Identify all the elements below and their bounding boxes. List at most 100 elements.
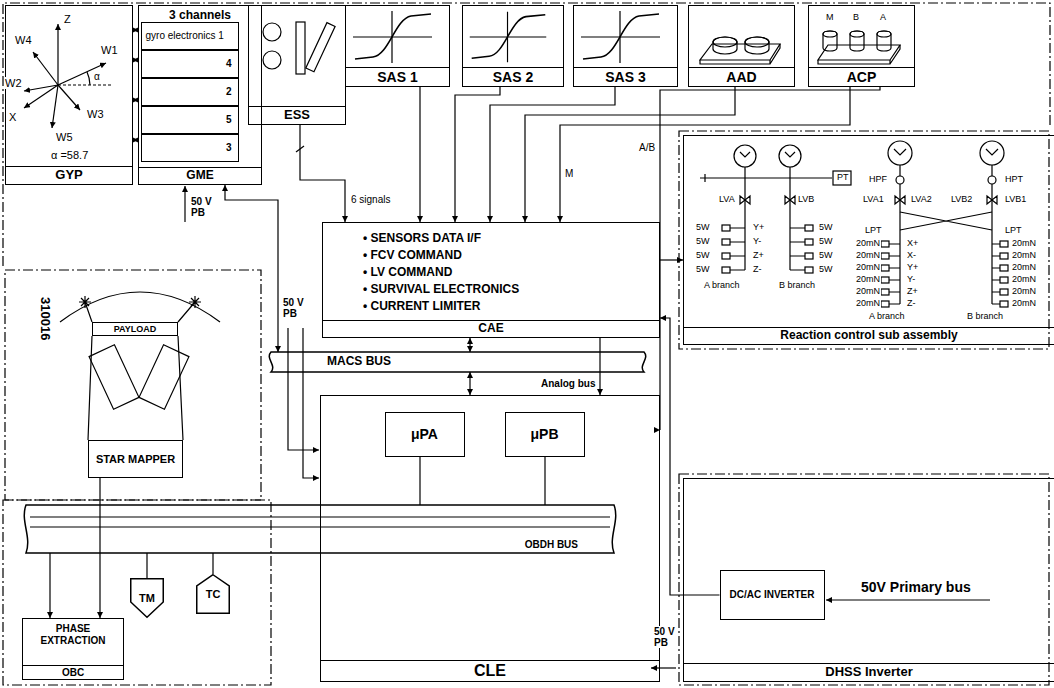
connector <box>544 457 545 506</box>
logic-box: μPB μPA CLE <box>320 395 660 682</box>
connector <box>212 553 213 574</box>
box-text: DC/AC INVERTER <box>721 589 824 601</box>
propellant-circuit <box>894 149 998 155</box>
box-title: GME <box>139 167 261 184</box>
part-label: X- <box>906 251 917 261</box>
part-label: 5W <box>695 265 711 275</box>
propellant-circuit <box>896 176 904 184</box>
box-text: STAR MAPPER <box>89 453 182 466</box>
part-label: Y+ <box>752 223 765 233</box>
box-title: ESS <box>249 106 345 124</box>
part-label: Z+ <box>752 251 765 261</box>
power-line <box>651 667 676 668</box>
part-label: W2 <box>4 77 23 89</box>
box-text: TM <box>130 592 164 605</box>
bus-outline <box>265 352 650 372</box>
bus-band: OBDH BUS <box>20 505 620 553</box>
connector <box>490 87 615 222</box>
cold-gas-circuit <box>805 267 813 273</box>
connector <box>560 87 850 222</box>
power-line <box>184 186 185 222</box>
part-label: W4 <box>14 34 33 46</box>
part-label: A branch <box>703 281 741 291</box>
box-text: 3 <box>226 142 232 154</box>
cold-gas-circuit <box>722 239 730 245</box>
propellant-circuit <box>1000 301 1008 307</box>
part-label: 50 V PB <box>190 196 218 218</box>
part-label: 20mN <box>855 263 881 273</box>
gyro-axes <box>58 63 106 85</box>
gyro-channel: 2 <box>141 78 239 106</box>
part-label: A branch <box>868 312 906 322</box>
processor-box: μPA <box>385 412 465 457</box>
box-text: OBDH BUS <box>523 539 580 551</box>
connector <box>660 318 720 595</box>
aad-icon <box>700 37 780 64</box>
box-title: OBC <box>23 665 123 680</box>
box-text: MACS BUS <box>325 355 393 369</box>
bus-band: MACS BUS <box>265 352 650 372</box>
part-label: LVA <box>718 195 736 205</box>
box-title: DHSS Inverter <box>684 663 1054 681</box>
propellant-circuit <box>881 253 889 259</box>
part-label: LVB1 <box>1004 195 1027 205</box>
earth-sensor-icon <box>263 51 281 69</box>
acp-icon <box>877 31 891 51</box>
part-label: B branch <box>778 281 816 291</box>
illustration <box>3 3 1050 685</box>
aad-icon <box>700 44 780 64</box>
sensor-box: ESS <box>248 5 346 125</box>
part-label: 5W <box>695 223 711 233</box>
propellant-circuit <box>900 212 992 230</box>
part-label: Z- <box>906 299 917 309</box>
sensor-box: SAS 1 <box>345 5 450 87</box>
sun-sensor-curve <box>353 11 660 63</box>
part-label: Z- <box>752 265 763 275</box>
connector <box>99 478 100 618</box>
aad-icon <box>700 44 780 60</box>
processor-box: μPB <box>505 412 585 457</box>
aad-icon <box>713 37 737 47</box>
propellant-circuit <box>881 289 889 295</box>
frame-outline <box>679 131 1049 349</box>
part-label: A <box>879 13 887 23</box>
connector <box>660 259 683 260</box>
box-text: gyro electronics 1 <box>146 30 224 42</box>
part-label: 20mN <box>1011 275 1037 285</box>
part-label: W5 <box>55 131 74 143</box>
box-title: CLE <box>321 660 659 681</box>
gyro-axes <box>24 85 58 108</box>
part-label: 5W <box>818 251 834 261</box>
telemetry-symbol: TM <box>130 578 164 618</box>
aad-icon <box>713 37 737 54</box>
gyro-axes <box>33 52 58 85</box>
box-title: Reaction control sub assembly <box>684 327 1054 344</box>
connector <box>225 185 278 352</box>
cold-gas-circuit <box>700 174 705 182</box>
box-text: 5 <box>226 114 232 126</box>
sensor-box: SAS 3 <box>573 5 678 87</box>
part-label: 5W <box>695 251 711 261</box>
aad-icon <box>745 37 769 47</box>
acp-icon <box>850 31 864 37</box>
cold-gas-circuit <box>722 225 730 231</box>
inverter-box: DC/AC INVERTER <box>720 570 825 620</box>
cold-gas-circuit <box>805 253 813 259</box>
connector <box>419 457 420 506</box>
gyro-channel: gyro electronics 1 <box>141 22 239 50</box>
star-mapper-optics <box>60 292 220 322</box>
gyro-channel: 3 <box>141 134 239 162</box>
star-mapper-optics <box>85 302 195 322</box>
power-line <box>303 328 319 478</box>
gyro-electronics-box: 3524gyro electronics 13 channelsGME <box>138 5 262 185</box>
box-text: TC <box>196 588 230 601</box>
gyro-axes <box>87 72 90 85</box>
connector <box>419 87 420 222</box>
box-title: CAE <box>323 320 659 337</box>
propellant-circuit <box>895 196 997 204</box>
acp-icon <box>818 31 900 64</box>
propellant-circuit <box>992 244 1000 304</box>
box-text: • CURRENT LIMITER <box>363 299 519 314</box>
computer-box: PHASE EXTRACTIONOBC <box>22 618 124 680</box>
part-label: 5W <box>818 265 834 275</box>
